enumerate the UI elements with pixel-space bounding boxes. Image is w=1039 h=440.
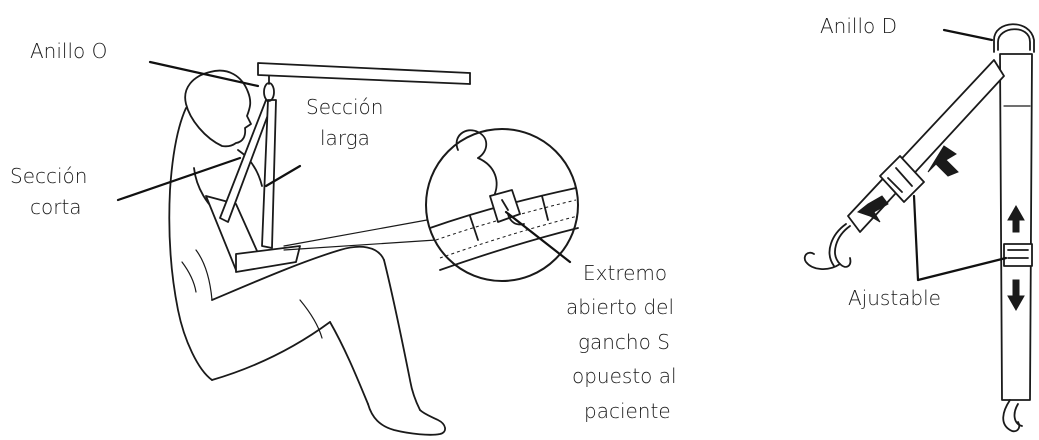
sling [205, 75, 439, 273]
arrow-down-diagonal [856, 195, 889, 223]
label-hook-end-line5: paciente [584, 399, 671, 423]
arrow-down-vertical [1007, 279, 1025, 312]
arrow-up-vertical [1007, 204, 1025, 233]
lift-spreader-bar [257, 62, 471, 85]
arrow-up-diagonal [927, 145, 959, 177]
label-long-section-line2: larga [320, 126, 370, 150]
label-hook-end-line2: abierto del [566, 295, 674, 319]
adjustable-strap-illustration: Anillo D Ajustable [803, 14, 1035, 433]
label-hook-end-line3: gancho S [578, 330, 670, 354]
leader-d-ring [942, 28, 994, 42]
leader-adjustable-diagonal [912, 194, 920, 282]
o-ring-shape [263, 82, 275, 102]
leader-lines-left [116, 60, 572, 264]
label-hook-end-line4: opuesto al [572, 364, 677, 388]
leader-o-ring [148, 60, 260, 88]
magnified-hook-detail [425, 128, 579, 282]
leader-long-section [264, 164, 302, 188]
label-adjustable: Ajustable [848, 286, 941, 310]
label-long-section-line1: Sección [306, 95, 383, 119]
diagonal-buckle [879, 155, 925, 203]
leader-hook-end [504, 210, 572, 264]
leader-short-section [116, 156, 242, 202]
patient-lift-illustration: Anillo O Sección larga Sección corta Ext… [10, 39, 677, 436]
label-short-section-line1: Sección [10, 164, 87, 188]
label-short-section-line2: corta [30, 195, 82, 219]
d-ring-shape [993, 23, 1035, 53]
label-d-ring: Anillo D [820, 14, 897, 38]
leader-adjustable-vertical [916, 256, 1008, 282]
patient-figure [168, 69, 446, 436]
label-o-ring: Anillo O [30, 39, 107, 63]
label-hook-end-line1: Extremo [583, 261, 667, 285]
vertical-buckle [1003, 243, 1033, 267]
